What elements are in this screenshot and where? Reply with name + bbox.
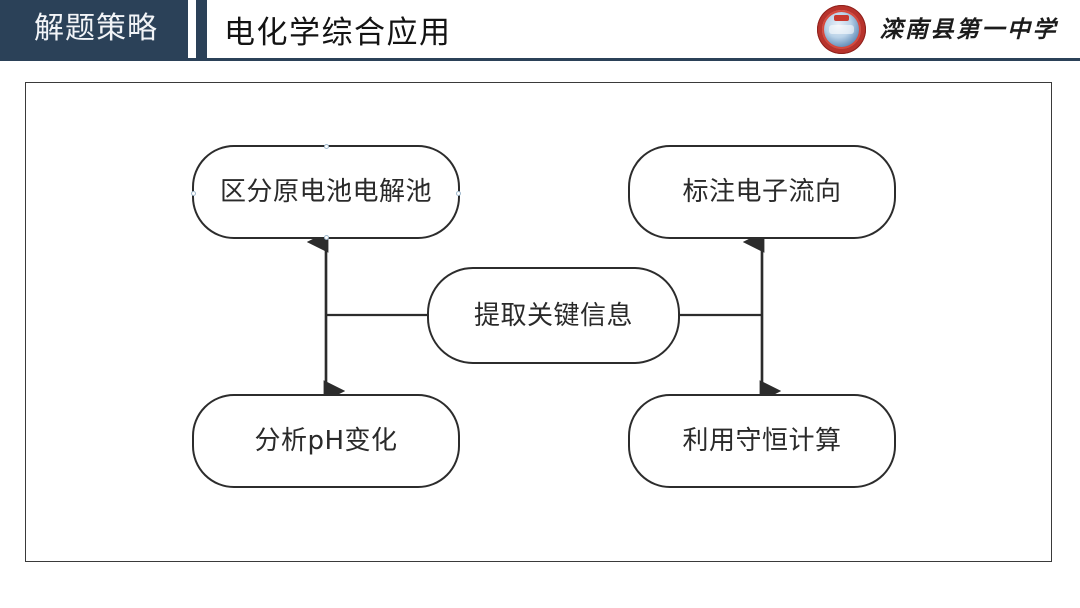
page-title: 电化学综合应用	[224, 14, 452, 50]
header-accent-bar	[196, 0, 207, 58]
header-divider-rule	[0, 58, 1080, 61]
school-name: 滦南县第一中学	[879, 16, 1058, 42]
header-tag-label: 解题策略	[34, 12, 158, 45]
flow-node-top-right-label: 标注电子流向	[682, 177, 842, 207]
flow-node-center[interactable]: 提取关键信息	[427, 267, 680, 364]
flow-node-bottom-right-label: 利用守恒计算	[682, 426, 842, 456]
node-handle-top-icon[interactable]	[324, 144, 329, 149]
flow-node-center-label: 提取关键信息	[473, 300, 633, 331]
flow-node-bottom-left-label: 分析pH变化	[254, 426, 398, 456]
node-handle-left-icon[interactable]	[191, 191, 196, 196]
node-handle-right-icon[interactable]	[456, 191, 461, 196]
flow-node-bottom-right[interactable]: 利用守恒计算	[628, 394, 896, 488]
school-brand: 滦南县第一中学	[816, 3, 1059, 55]
flow-node-top-right[interactable]: 标注电子流向	[628, 145, 896, 239]
school-crest-emblem-icon	[833, 14, 849, 21]
flow-node-top-left-label: 区分原电池电解池	[219, 177, 432, 207]
slide-header: 解题策略 电化学综合应用 滦南县第一中学	[0, 0, 1080, 62]
school-crest-icon	[816, 4, 866, 54]
header-tag-block: 解题策略	[0, 0, 188, 58]
node-handle-bottom-icon[interactable]	[324, 235, 329, 240]
flow-node-top-left[interactable]: 区分原电池电解池	[191, 144, 461, 240]
flow-node-bottom-left[interactable]: 分析pH变化	[192, 394, 460, 488]
